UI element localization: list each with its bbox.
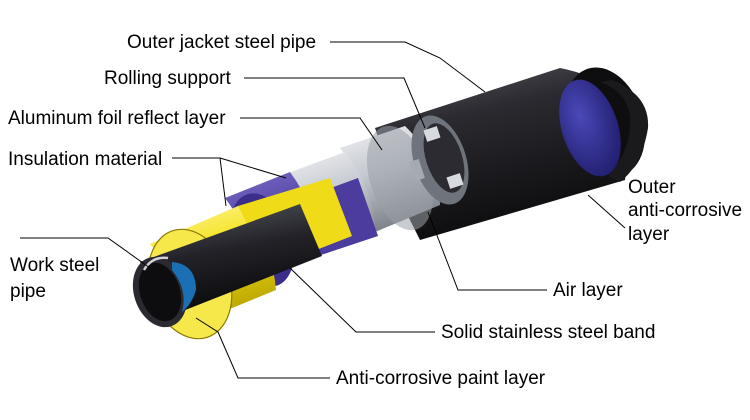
label-outer-jacket: Outer jacket steel pipe bbox=[127, 32, 316, 53]
label-outer-anticorr-1: Outer bbox=[628, 177, 676, 198]
labels: Outer jacket steel pipe Rolling support … bbox=[8, 32, 742, 389]
label-work-pipe-2: pipe bbox=[10, 281, 46, 302]
work-steel-pipe bbox=[132, 204, 322, 328]
label-work-pipe-1: Work steel bbox=[10, 255, 99, 276]
outer-anticorrosive-coating-face bbox=[559, 79, 621, 177]
anti-corrosive-paint-blue bbox=[172, 262, 196, 312]
label-air-layer: Air layer bbox=[553, 280, 623, 301]
label-aluminum-foil: Aluminum foil reflect layer bbox=[8, 108, 226, 129]
label-outer-anticorr-2: anti-corrosive bbox=[628, 200, 742, 221]
label-outer-anticorr-3: layer bbox=[628, 224, 670, 245]
leader-lines bbox=[20, 41, 626, 379]
label-rolling-support: Rolling support bbox=[104, 68, 231, 89]
rolling-support bbox=[409, 115, 469, 205]
label-anticorr-paint: Anti-corrosive paint layer bbox=[336, 368, 546, 389]
label-insulation: Insulation material bbox=[8, 149, 162, 170]
label-steel-band: Solid stainless steel band bbox=[441, 322, 655, 343]
